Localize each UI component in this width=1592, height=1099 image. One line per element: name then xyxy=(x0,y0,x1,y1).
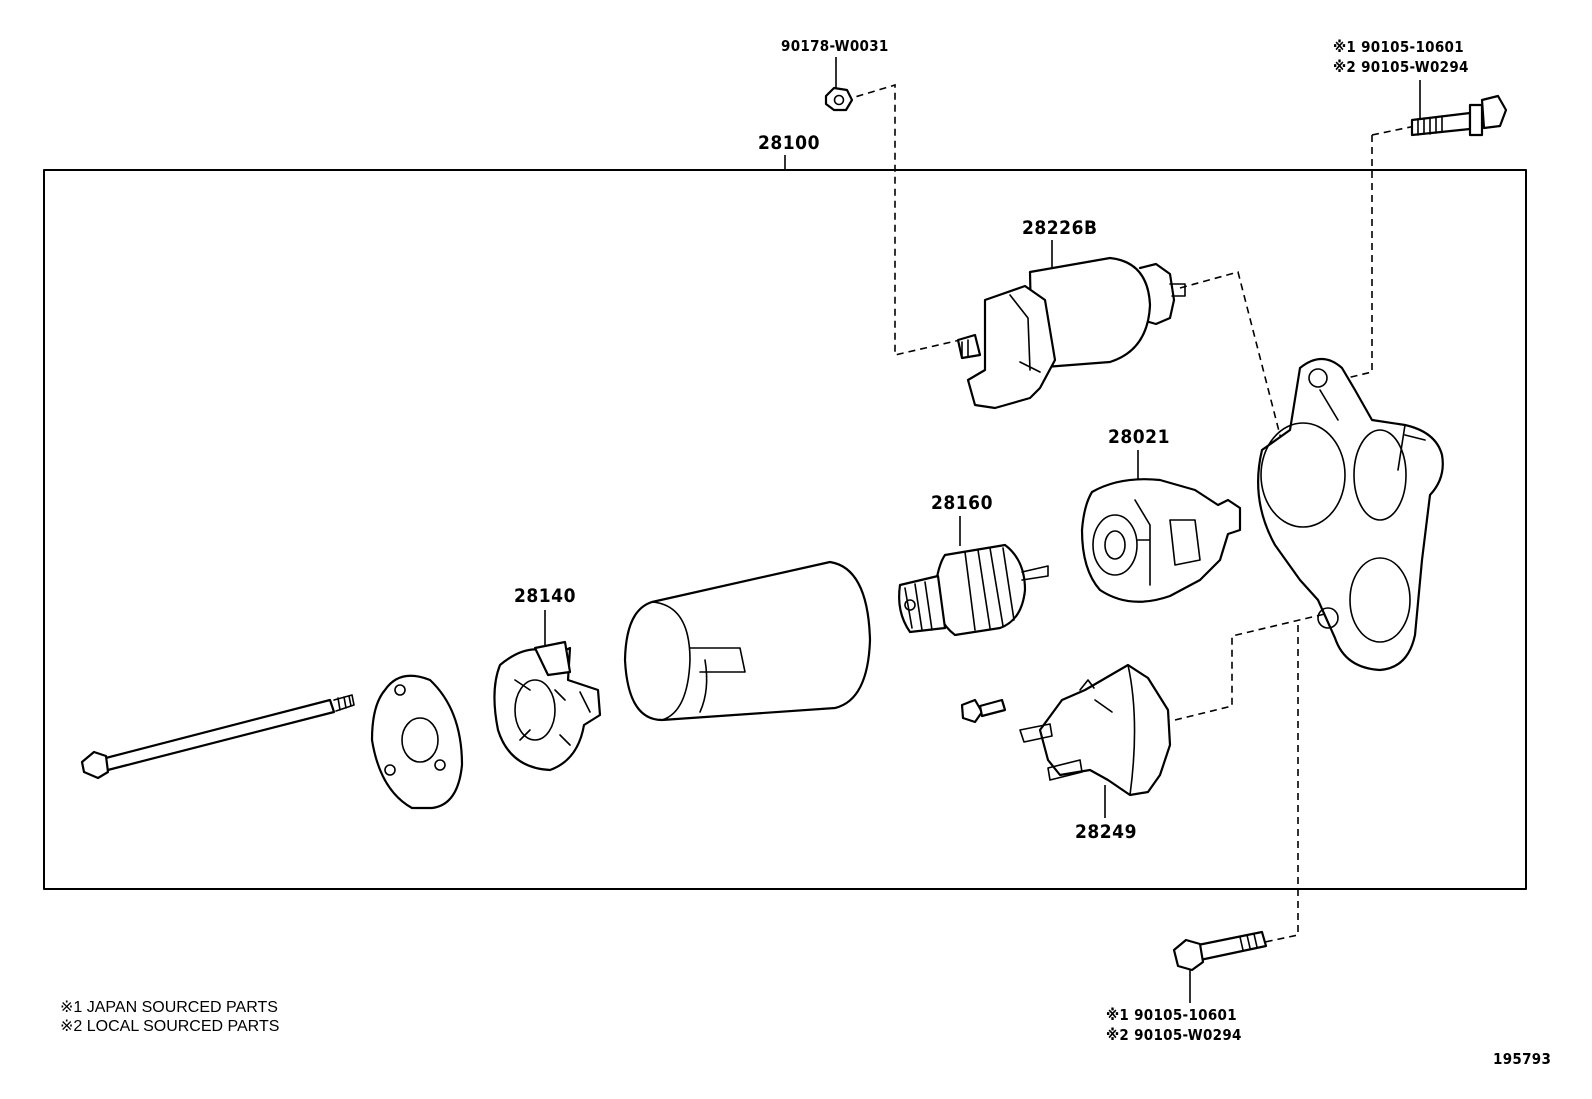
drive-housing-part xyxy=(1257,357,1444,672)
brush-holder-label: 28140 xyxy=(514,585,576,607)
pinion-label: 28160 xyxy=(931,492,993,514)
yoke-part xyxy=(623,560,872,722)
legend-note-1: ※1 JAPAN SOURCED PARTS xyxy=(60,999,278,1016)
top-nut-part xyxy=(824,57,854,112)
top-bolt-label-1: ※1 90105-10601 xyxy=(1333,38,1464,56)
solenoid-label: 28226B xyxy=(1022,217,1098,239)
terminal-cover-label: 28249 xyxy=(1075,821,1137,843)
top-nut-label: 90178-W0031 xyxy=(781,37,889,55)
top-bolt-label-2: ※2 90105-W0294 xyxy=(1333,58,1469,76)
solenoid-part xyxy=(956,240,1186,410)
group-label: 28100 xyxy=(758,132,820,154)
small-screw-part xyxy=(960,698,1007,724)
bottom-bolt-label-2: ※2 90105-W0294 xyxy=(1106,1026,1242,1044)
figure-number: 195793 xyxy=(1493,1050,1552,1068)
top-bolt-part xyxy=(1410,80,1508,137)
pinion-part xyxy=(898,516,1049,637)
brush-holder-part xyxy=(493,610,602,772)
through-bolt-part xyxy=(80,694,355,780)
legend-note-2: ※2 LOCAL SOURCED PARTS xyxy=(60,1018,280,1035)
bottom-bolt-label-1: ※1 90105-10601 xyxy=(1106,1006,1237,1024)
terminal-cover-part xyxy=(1019,663,1172,818)
clutch-housing-part xyxy=(1080,450,1242,603)
end-cover-part xyxy=(370,674,464,810)
bottom-bolt-part xyxy=(1172,930,1268,1003)
clutch-housing-label: 28021 xyxy=(1108,426,1170,448)
